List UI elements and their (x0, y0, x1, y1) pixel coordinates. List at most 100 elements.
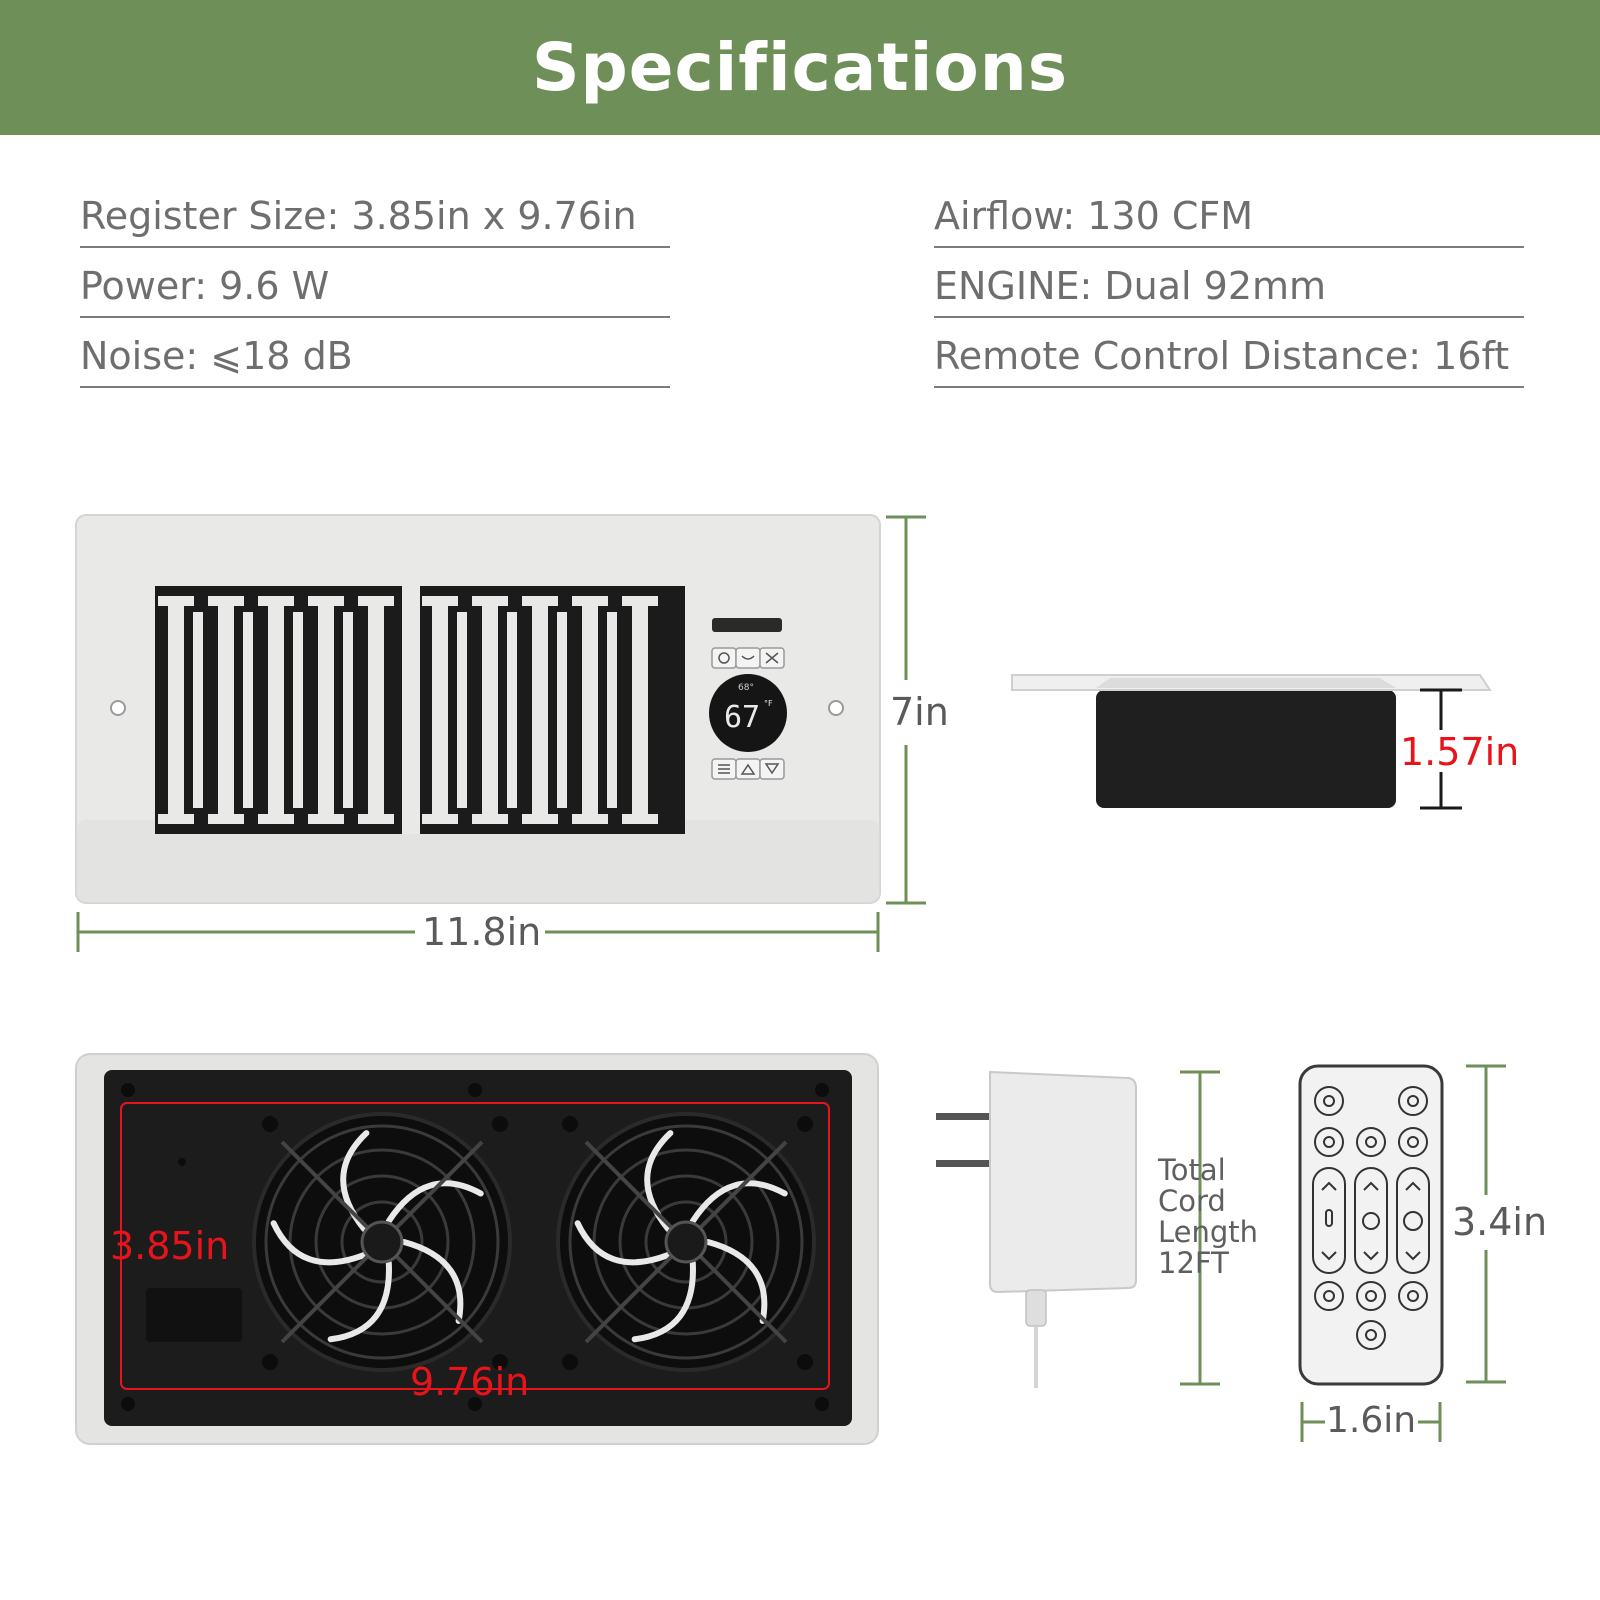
remote-button-glyph (1323, 1095, 1335, 1107)
down-arrow-icon (1321, 1251, 1421, 1261)
grille-cap (622, 814, 658, 824)
cord-line: Total (1158, 1153, 1226, 1187)
front-height-label: 7in (890, 690, 949, 734)
spec-row: Register Size: 3.85in x 9.76in (80, 178, 670, 248)
remote-button (1356, 1281, 1386, 1311)
grille-slat (507, 612, 517, 808)
spec-row: Power: 9.6 W (80, 248, 670, 318)
remote-button-glyph (1365, 1290, 1377, 1302)
spec-list-left: Register Size: 3.85in x 9.76in Power: 9.… (80, 178, 670, 388)
grille-slat (607, 612, 617, 808)
power-adapter (936, 1070, 1137, 1388)
spec-row: ENGINE: Dual 92mm (934, 248, 1524, 318)
fan-icon (556, 1112, 816, 1372)
grille-cap (208, 814, 244, 824)
page-title: Specifications (531, 29, 1069, 106)
cord-length-note: Total Cord Length 12FT (1158, 1155, 1258, 1279)
timer-icon (1403, 1211, 1423, 1231)
remote-button (1314, 1086, 1344, 1116)
power-icon (718, 652, 730, 664)
remote-button-glyph (1365, 1329, 1377, 1341)
spec-noise: Noise: ⩽18 dB (80, 334, 353, 378)
fan-speed-icon (1362, 1212, 1380, 1230)
fan-icon (252, 1112, 512, 1372)
grille-slat (218, 596, 234, 824)
grille-slat (457, 612, 467, 808)
thermometer-icon (1325, 1209, 1333, 1227)
register-side-view (1011, 674, 1492, 808)
screw-icons (121, 1083, 829, 1411)
grille-cap (522, 814, 558, 824)
fan-blade (327, 1259, 392, 1343)
fan-blade (574, 1220, 672, 1266)
remote-button-glyph (1365, 1136, 1377, 1148)
cord-line: Length (1158, 1215, 1259, 1249)
remote-button (1398, 1127, 1428, 1157)
ir-receiver (712, 618, 782, 632)
temp-rocker (1312, 1167, 1346, 1274)
grille-cap (358, 596, 394, 606)
register-front-view: 67 °F 68° (75, 514, 881, 904)
remote-button (1356, 1320, 1386, 1350)
grille-cap (208, 596, 244, 606)
panel-bottom-buttons (711, 758, 785, 780)
grille-cap (258, 814, 294, 824)
cord-line: Cord (1158, 1184, 1226, 1218)
grille-slat (557, 612, 567, 808)
spec-row: Airflow: 130 CFM (934, 178, 1524, 248)
front-dimension-lines (76, 515, 926, 952)
remote-height-label: 3.4in (1452, 1200, 1548, 1244)
remote-dimension-lines (1300, 1064, 1506, 1442)
grille-cap (358, 814, 394, 824)
remote-width-label: 1.6in (1326, 1400, 1417, 1441)
back-width-label: 9.76in (410, 1360, 530, 1404)
fan-blade (689, 1180, 788, 1225)
grille-slat (318, 596, 334, 824)
mode-icon (741, 655, 755, 660)
grille-divider (402, 586, 420, 834)
grille-slat (268, 596, 284, 824)
remote-button (1314, 1127, 1344, 1157)
fan-blade (385, 1180, 484, 1225)
screw-hole-icon (828, 700, 844, 716)
remote-button-glyph (1407, 1290, 1419, 1302)
remote-button (1398, 1086, 1428, 1116)
down-arrow-icon (764, 763, 780, 775)
grille-slat (632, 596, 648, 824)
grille-cap (472, 596, 508, 606)
grille-cap (522, 596, 558, 606)
grille-slat (343, 612, 353, 808)
fan-blade (270, 1220, 368, 1266)
grille-cap (472, 814, 508, 824)
remote-button (1314, 1281, 1344, 1311)
spec-register-size: Register Size: 3.85in x 9.76in (80, 194, 637, 238)
fan-blade (401, 1239, 464, 1324)
remote-button-glyph (1323, 1136, 1335, 1148)
grille-cap (422, 814, 458, 824)
grille-slat (193, 612, 203, 808)
side-depth-label: 1.57in (1400, 730, 1520, 774)
fan-blade (631, 1259, 696, 1343)
spec-airflow: Airflow: 130 CFM (934, 194, 1254, 238)
opening-outline (120, 1102, 830, 1390)
grille-cap (158, 596, 194, 606)
remote-button-glyph (1323, 1290, 1335, 1302)
grille-cap (572, 814, 608, 824)
grille-slat (293, 612, 303, 808)
grille-slat (432, 596, 448, 824)
header-banner (0, 0, 1600, 135)
panel-top-buttons (711, 647, 785, 669)
up-arrow-icon (740, 763, 756, 775)
remote-button (1356, 1127, 1386, 1157)
front-width-label: 11.8in (422, 910, 542, 954)
register-back-view (75, 1053, 879, 1445)
remote-button-glyph (1407, 1095, 1419, 1107)
spec-row: Noise: ⩽18 dB (80, 318, 670, 388)
spec-power: Power: 9.6 W (80, 264, 330, 308)
display-setpoint: 68° (738, 683, 754, 693)
remote-button-glyph (1407, 1136, 1419, 1148)
cord-dimension-lines (1180, 1070, 1220, 1386)
side-dimension-lines (1420, 688, 1462, 810)
display-temperature: 67 (724, 700, 760, 735)
